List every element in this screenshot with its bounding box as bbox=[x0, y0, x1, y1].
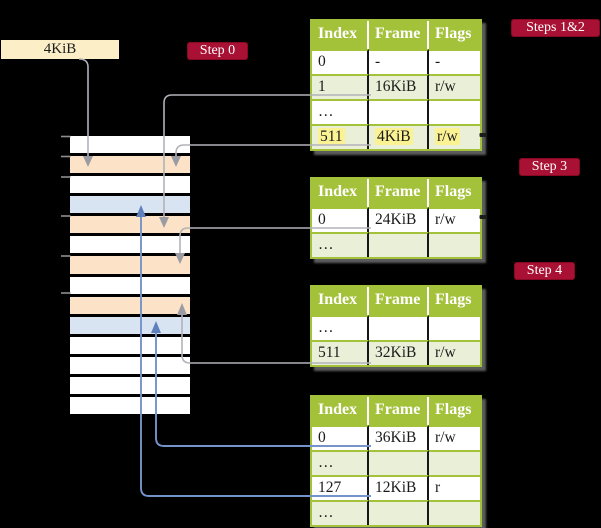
cell-frame: 36KiB bbox=[369, 425, 429, 450]
column-header-index: Index bbox=[312, 397, 369, 425]
free-frame-size-label: 4KiB bbox=[1, 40, 119, 59]
memory-row bbox=[70, 397, 190, 415]
cell-frame bbox=[369, 500, 429, 525]
highlighted-value: r/w bbox=[435, 128, 460, 145]
memory-row bbox=[70, 196, 190, 214]
page-table-level-3: Index Frame Flags … 511 32KiB r/w bbox=[310, 285, 482, 367]
memory-row bbox=[70, 236, 190, 254]
memory-row bbox=[70, 316, 190, 334]
cell-index: … bbox=[312, 232, 369, 257]
cell-frame bbox=[369, 315, 429, 340]
cell-index: 1 bbox=[312, 74, 369, 99]
table-row: … bbox=[312, 315, 480, 340]
cell-flags bbox=[429, 450, 480, 475]
cell-flags: r/w bbox=[429, 207, 480, 232]
cell-flags: r/w bbox=[429, 340, 480, 365]
table-row: … bbox=[312, 500, 480, 525]
cell-frame: - bbox=[369, 49, 429, 74]
cell-flags: r/w bbox=[429, 425, 480, 450]
badge-step-4: Step 4 bbox=[514, 262, 575, 280]
cell-frame bbox=[369, 99, 429, 124]
cell-frame: 16KiB bbox=[369, 74, 429, 99]
page-table-level-4: Index Frame Flags 0 36KiB r/w … 127 12Ki… bbox=[310, 395, 482, 527]
column-header-flags: Flags bbox=[429, 179, 480, 207]
cell-flags bbox=[429, 500, 480, 525]
memory-row bbox=[70, 336, 190, 354]
memory-row bbox=[70, 276, 190, 294]
column-header-index: Index bbox=[312, 287, 369, 315]
cell-frame bbox=[369, 232, 429, 257]
badge-step-0: Step 0 bbox=[187, 42, 248, 60]
cell-flags bbox=[429, 232, 480, 257]
cell-frame bbox=[369, 450, 429, 475]
cell-flags: - bbox=[429, 49, 480, 74]
cell-frame: 12KiB bbox=[369, 475, 429, 500]
table-row: … bbox=[312, 99, 480, 124]
cell-index: … bbox=[312, 500, 369, 525]
cell-index: 0 bbox=[312, 425, 369, 450]
cell-frame: 24KiB bbox=[369, 207, 429, 232]
table-header-row: Index Frame Flags bbox=[312, 179, 480, 207]
page-table-level-2: Index Frame Flags 0 24KiB r/w … bbox=[310, 177, 482, 259]
cell-index: 511 bbox=[312, 124, 369, 149]
table-row: 1 16KiB r/w bbox=[312, 74, 480, 99]
column-header-flags: Flags bbox=[429, 397, 480, 425]
cell-flags: r/w bbox=[429, 74, 480, 99]
cell-index: 127 bbox=[312, 475, 369, 500]
cell-index: … bbox=[312, 315, 369, 340]
highlighted-value: 4KiB bbox=[375, 128, 413, 145]
cell-index: 511 bbox=[312, 340, 369, 365]
table-row: 127 12KiB r bbox=[312, 475, 480, 500]
memory-row bbox=[70, 156, 190, 174]
cell-frame: 32KiB bbox=[369, 340, 429, 365]
table-row: … bbox=[312, 232, 480, 257]
cell-flags bbox=[429, 315, 480, 340]
table-header-row: Index Frame Flags bbox=[312, 21, 480, 49]
table-row: 0 - - bbox=[312, 49, 480, 74]
memory-row bbox=[70, 256, 190, 274]
column-header-frame: Frame bbox=[369, 21, 429, 49]
page-table-level-1: Index Frame Flags 0 - - 1 16KiB r/w … 51… bbox=[310, 19, 482, 151]
column-header-frame: Frame bbox=[369, 179, 429, 207]
table-row: 0 36KiB r/w bbox=[312, 425, 480, 450]
cell-flags bbox=[429, 99, 480, 124]
memory-row bbox=[70, 356, 190, 374]
cell-index: 0 bbox=[312, 49, 369, 74]
memory-row bbox=[70, 136, 190, 154]
memory-row bbox=[70, 376, 190, 395]
column-header-frame: Frame bbox=[369, 397, 429, 425]
table-header-row: Index Frame Flags bbox=[312, 397, 480, 425]
badge-step-3: Step 3 bbox=[519, 158, 580, 176]
column-header-flags: Flags bbox=[429, 287, 480, 315]
column-header-flags: Flags bbox=[429, 21, 480, 49]
table-row: 511 32KiB r/w bbox=[312, 340, 480, 365]
column-header-frame: Frame bbox=[369, 287, 429, 315]
table-header-row: Index Frame Flags bbox=[312, 287, 480, 315]
cell-flags: r/w bbox=[429, 124, 480, 149]
badge-steps-1-2: Steps 1&2 bbox=[511, 19, 600, 37]
column-header-index: Index bbox=[312, 21, 369, 49]
highlighted-value: 511 bbox=[318, 128, 345, 145]
cell-index: 0 bbox=[312, 207, 369, 232]
column-header-index: Index bbox=[312, 179, 369, 207]
cell-index: … bbox=[312, 99, 369, 124]
memory-row bbox=[70, 216, 190, 234]
table-row: 0 24KiB r/w bbox=[312, 207, 480, 232]
memory-row bbox=[70, 296, 190, 314]
table-row: … bbox=[312, 450, 480, 475]
table-row-highlighted: 511 4KiB r/w bbox=[312, 124, 480, 149]
cell-frame: 4KiB bbox=[369, 124, 429, 149]
memory-row bbox=[70, 176, 190, 194]
physical-memory-column bbox=[70, 136, 190, 415]
cell-index: … bbox=[312, 450, 369, 475]
cell-flags: r bbox=[429, 475, 480, 500]
